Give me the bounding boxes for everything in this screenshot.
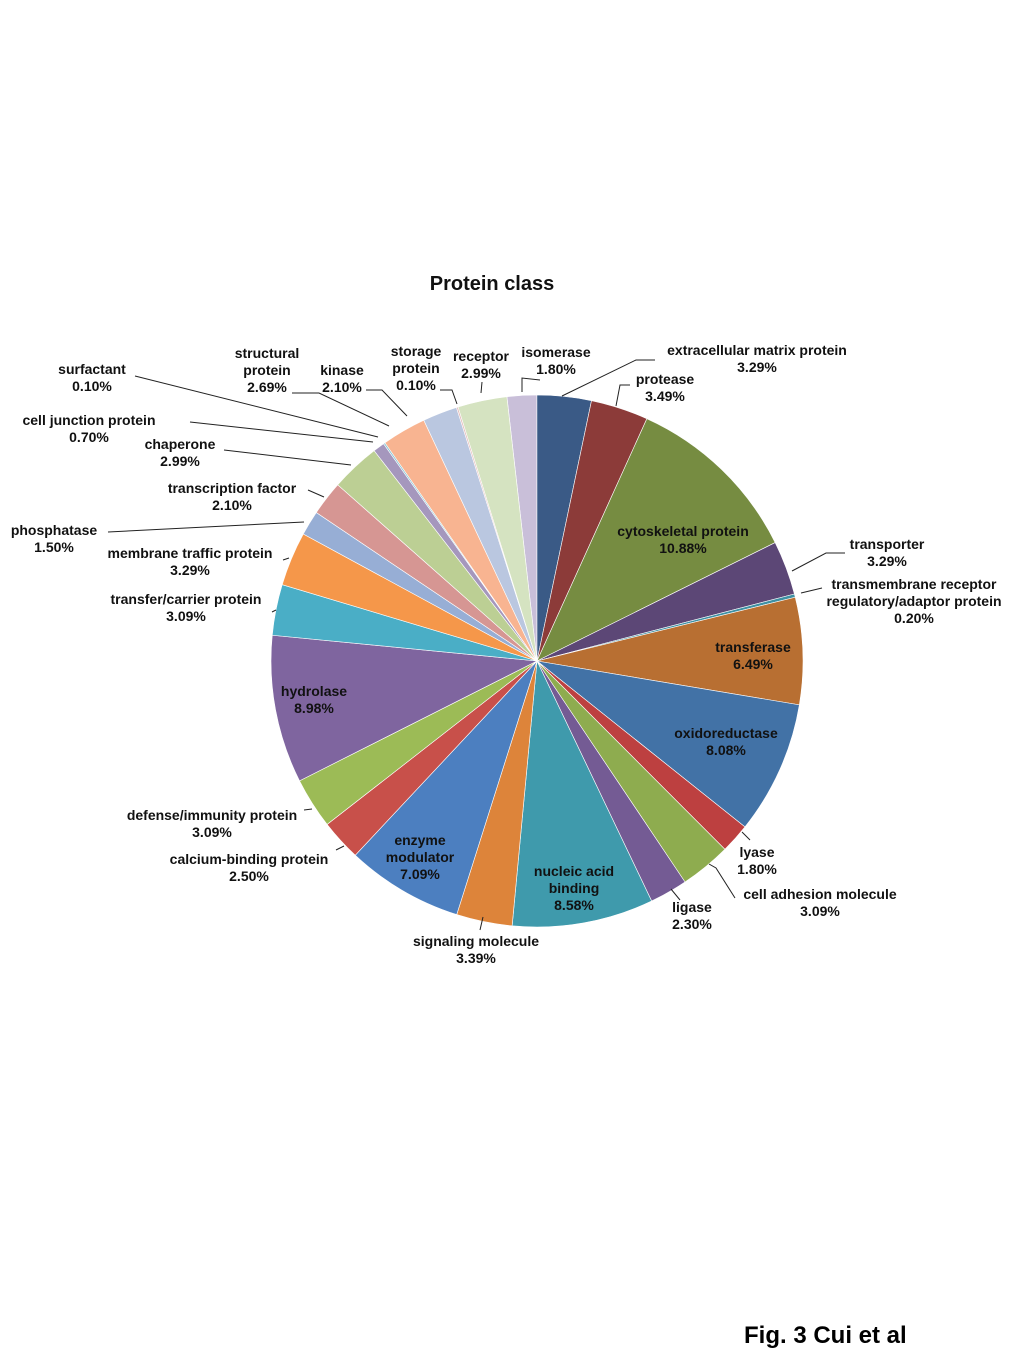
leader-line-extracellular-matrix-protein [561, 359, 655, 397]
leader-line-phosphatase [107, 521, 305, 533]
chart-title: Protein class [430, 273, 555, 295]
leader-line-receptor [480, 381, 483, 394]
leader-line-cell-adhesion-molecule [708, 863, 736, 899]
leader-line-storage-protein [440, 389, 458, 405]
pie-slice-hydrolase [270, 634, 539, 782]
leader-line-ligase [670, 888, 681, 901]
leader-line-defense-immunity-protein [303, 808, 313, 811]
leader-line-transfer-carrier-protein [271, 609, 277, 613]
pie-slice-nucleic-acid-binding [511, 659, 653, 928]
pie-slice-receptor [457, 396, 538, 662]
leader-line-surfactant [134, 375, 379, 438]
leader-line-protease [615, 384, 630, 407]
leader-line-kinase [366, 389, 408, 417]
leader-line-chaperone [223, 449, 352, 466]
leader-line-transporter [791, 552, 845, 572]
leader-line-membrane-traffic-protein [282, 557, 290, 561]
pie-slice-enzyme-modulator [354, 660, 538, 915]
leader-line-cell-junction-protein [189, 421, 374, 443]
leader-line-signaling-molecule [479, 916, 484, 931]
leader-line-structural-protein [292, 392, 390, 427]
pie-slice-oxidoreductase [535, 660, 800, 828]
leader-line-transcription-factor [307, 489, 325, 498]
pie-slice-cytoskeletal-protein [536, 418, 776, 662]
figure-caption: Fig. 3 Cui et al [744, 1322, 907, 1349]
leader-line-isomerase [521, 377, 541, 392]
leader-line-lyase [741, 831, 751, 841]
leader-line-calcium-binding-protein [335, 845, 345, 851]
leader-line-transmembrane-receptor-regulatory-adaptor-protein [800, 587, 823, 594]
